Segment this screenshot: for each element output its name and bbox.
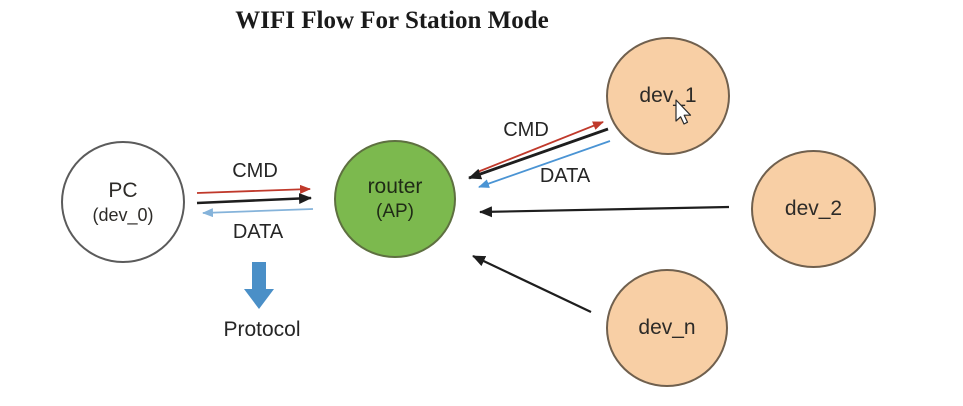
node-dev2: dev_2 bbox=[751, 150, 876, 268]
node-pc: PC (dev_0) bbox=[61, 141, 185, 263]
diagram-title: WIFI Flow For Station Mode bbox=[235, 7, 549, 34]
cmd-label-pc-router: CMD bbox=[232, 160, 278, 182]
arrow-devn-to-router bbox=[472, 255, 592, 313]
node-router-sublabel: (AP) bbox=[376, 201, 414, 223]
node-devn-label: dev_n bbox=[638, 316, 696, 340]
node-router-label: router bbox=[367, 175, 423, 198]
protocol-label: Protocol bbox=[223, 318, 301, 341]
data-label-router-dev1: DATA bbox=[539, 165, 591, 187]
arrow-pc-to-router bbox=[196, 193, 312, 205]
node-pc-sublabel: (dev_0) bbox=[92, 204, 154, 225]
data-arrow-router-to-pc bbox=[202, 208, 314, 218]
node-dev1: dev_1 bbox=[606, 37, 730, 155]
cmd-label-router-dev1: CMD bbox=[503, 119, 549, 141]
node-devn: dev_n bbox=[606, 269, 728, 387]
data-label-pc-router: DATA bbox=[232, 221, 284, 243]
protocol-arrow bbox=[244, 262, 274, 309]
node-pc-label: PC bbox=[108, 178, 138, 202]
cmd-arrow-pc-to-router bbox=[196, 184, 311, 194]
node-dev2-label: dev_2 bbox=[784, 197, 843, 221]
node-router: router (AP) bbox=[334, 140, 456, 258]
arrow-dev2-to-router bbox=[479, 205, 730, 218]
node-dev1-label: dev_1 bbox=[639, 84, 697, 108]
